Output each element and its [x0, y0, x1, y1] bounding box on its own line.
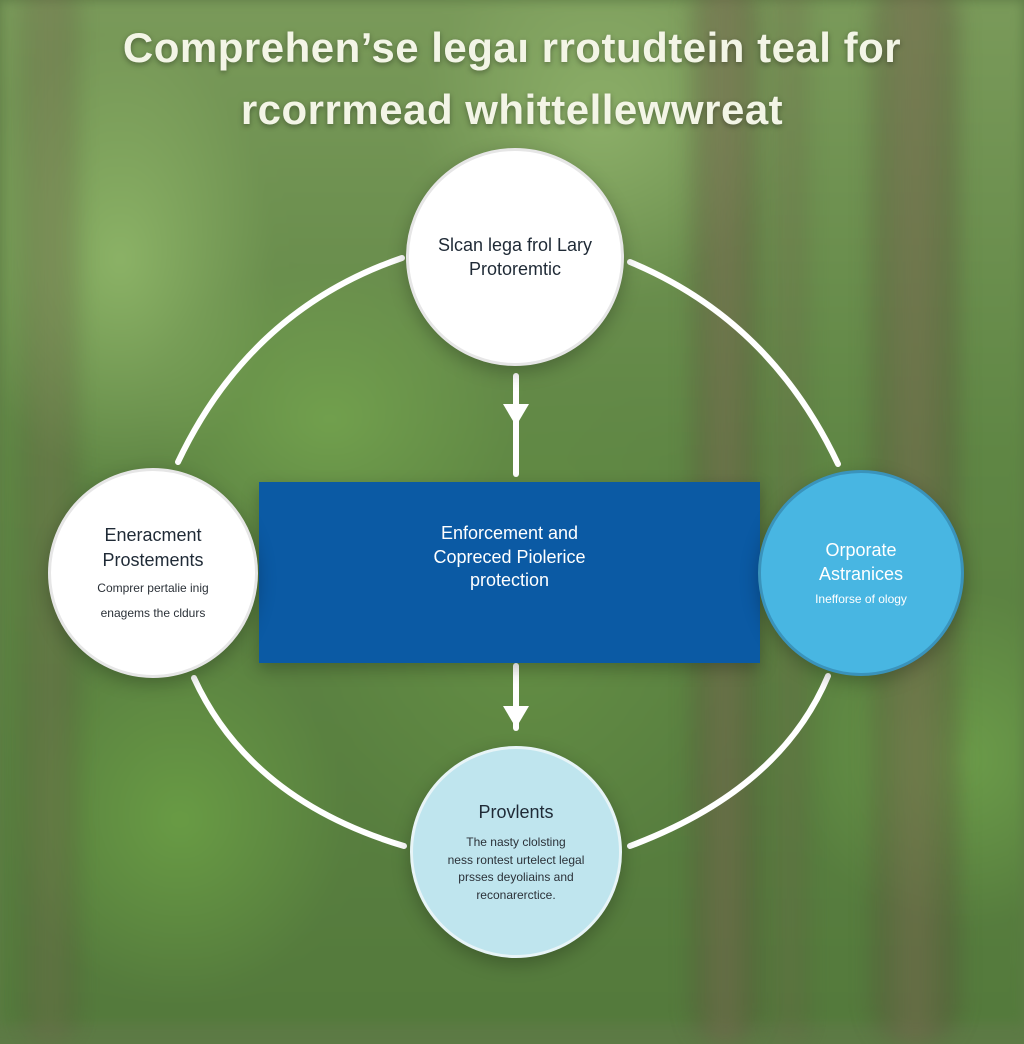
- connector-arc-top-left: [175, 255, 405, 465]
- center-label: Enforcement and Copreced Piolerice prote…: [433, 522, 585, 592]
- node-top-line-1: Slcan lega frol Lary: [437, 234, 593, 255]
- node-bottom-sub-3: prsses deyoliains and: [458, 870, 574, 885]
- center-process-box: Enforcement and Copreced Piolerice prote…: [259, 482, 760, 663]
- node-top: Slcan lega frol Lary Protoremtic: [406, 148, 624, 366]
- connector-arc-bottom-right: [627, 673, 831, 849]
- node-right-sub-1: Inefforse of ology: [815, 591, 907, 606]
- node-right: Orporate Astranices Inefforse of ology: [758, 470, 964, 676]
- center-line-3: protection: [469, 570, 550, 591]
- node-bottom-line-1: Provlents: [478, 802, 554, 823]
- node-left-line-2: Prostements: [102, 549, 204, 570]
- center-line-2: Copreced Piolerice: [433, 546, 586, 567]
- node-left-line-1: Eneracment: [104, 525, 202, 546]
- title-line-2: rcorrmead whittellewwreat: [240, 86, 784, 133]
- node-left-sub-1: Comprer pertalie inig: [97, 580, 209, 595]
- arrow-head-down-icon: [503, 404, 529, 426]
- node-right-line-1: Orporate: [825, 540, 897, 560]
- node-left: Eneracment Prostements Comprer pertalie …: [48, 468, 258, 678]
- connector-arc-bottom-left: [191, 675, 407, 849]
- node-left-sub-2: enagems the cldurs: [100, 606, 206, 621]
- node-right-line-2: Astranices: [818, 564, 904, 585]
- node-bottom: Provlents The nasty clolsting ness ronte…: [410, 746, 622, 958]
- node-bottom-sub-4: reconarerctice.: [476, 887, 556, 902]
- title-line-1: Comprehen’se legaı rrotudtein teal for: [122, 24, 902, 71]
- node-bottom-sub-1: The nasty clolsting: [466, 835, 566, 850]
- arrow-head-down-icon: [503, 706, 529, 728]
- connector-arc-top-right: [627, 259, 841, 467]
- node-bottom-sub-2: ness rontest urtelect legal: [447, 852, 585, 867]
- node-top-line-2: Protoremtic: [468, 259, 562, 279]
- center-line-1: Enforcement and: [440, 523, 579, 544]
